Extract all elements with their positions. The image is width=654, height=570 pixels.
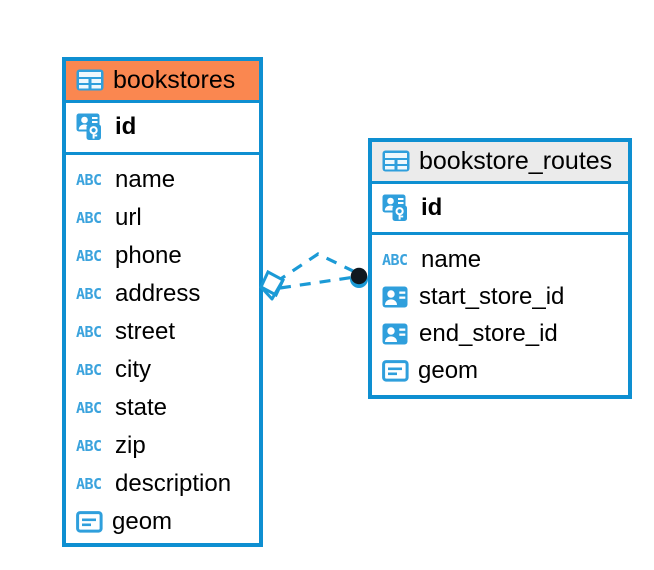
field-label: geom (418, 356, 479, 384)
field-label: name (115, 166, 176, 194)
field-label: description (115, 470, 232, 498)
svg-text:ABC: ABC (76, 247, 102, 265)
field-label: address (115, 280, 201, 308)
table-icon (382, 150, 410, 172)
abc-text-icon: ABC (382, 251, 408, 269)
foreign-key-icon (382, 323, 408, 345)
relationship-edge-end-store (279, 275, 356, 290)
field-row-end-store-id[interactable]: end_store_id (382, 315, 618, 352)
field-label: geom (112, 508, 173, 536)
entity-header-bookstore-routes[interactable]: bookstore_routes (372, 142, 628, 182)
primary-key-section-bookstore-routes: id (372, 181, 628, 236)
field-row-street[interactable]: ABC street (76, 313, 249, 351)
field-row-name[interactable]: ABC name (76, 161, 249, 199)
primary-key-icon (382, 194, 407, 221)
abc-text-icon: ABC (76, 399, 102, 417)
field-label: url (115, 204, 142, 232)
field-label: start_store_id (419, 282, 565, 310)
abc-text-icon: ABC (76, 323, 102, 341)
svg-text:ABC: ABC (76, 475, 102, 493)
abc-text-icon: ABC (76, 171, 102, 189)
fields-section-bookstore-routes: ABC name start_store_id (372, 235, 628, 397)
field-row-geom[interactable]: geom (382, 352, 618, 389)
field-row[interactable]: id (76, 108, 249, 146)
abc-text-icon: ABC (76, 247, 102, 265)
field-label: street (115, 318, 176, 346)
svg-text:ABC: ABC (76, 361, 102, 379)
entity-bookstores[interactable]: bookstores id (62, 57, 263, 547)
blob-geometry-icon (382, 359, 409, 382)
field-row-geom[interactable]: geom (76, 503, 249, 541)
svg-text:ABC: ABC (76, 171, 102, 189)
entity-header-bookstores[interactable]: bookstores (66, 61, 259, 101)
svg-text:ABC: ABC (76, 285, 102, 303)
abc-text-icon: ABC (76, 475, 102, 493)
field-label: city (115, 356, 151, 384)
svg-text:ABC: ABC (382, 251, 408, 269)
foreign-key-icon (382, 286, 408, 308)
field-label: name (421, 245, 482, 273)
field-label: end_store_id (419, 319, 558, 347)
svg-text:ABC: ABC (76, 437, 102, 455)
fields-section-bookstores: ABC name ABC url ABC phone ABC (66, 155, 259, 549)
abc-text-icon: ABC (76, 361, 102, 379)
field-label: phone (115, 242, 182, 270)
field-row-name[interactable]: ABC name (382, 241, 618, 278)
field-row-city[interactable]: ABC city (76, 351, 249, 389)
field-row-url[interactable]: ABC url (76, 199, 249, 237)
field-row-zip[interactable]: ABC zip (76, 427, 249, 465)
entity-title-bookstores: bookstores (113, 66, 236, 94)
field-label: id (421, 193, 443, 221)
field-row-description[interactable]: ABC description (76, 465, 249, 503)
entity-title-bookstore-routes: bookstore_routes (419, 147, 613, 175)
table-icon (76, 69, 104, 91)
relationship-edge-start-store (275, 252, 356, 284)
entity-bookstore-routes[interactable]: bookstore_routes id (368, 138, 632, 399)
field-label: state (115, 394, 168, 422)
abc-text-icon: ABC (76, 209, 102, 227)
primary-key-section-bookstores: id (66, 100, 259, 156)
field-label: id (115, 113, 137, 141)
field-row-phone[interactable]: ABC phone (76, 237, 249, 275)
primary-key-icon (76, 113, 101, 141)
field-row[interactable]: id (382, 189, 618, 226)
field-row-state[interactable]: ABC state (76, 389, 249, 427)
abc-text-icon: ABC (76, 285, 102, 303)
filled-circle-marker (350, 267, 368, 288)
field-row-start-store-id[interactable]: start_store_id (382, 278, 618, 315)
svg-text:ABC: ABC (76, 323, 102, 341)
svg-text:ABC: ABC (76, 209, 102, 227)
diamond-marker (259, 269, 285, 301)
blob-geometry-icon (76, 511, 103, 533)
svg-text:ABC: ABC (76, 399, 102, 417)
field-label: zip (115, 432, 146, 460)
abc-text-icon: ABC (76, 437, 102, 455)
field-row-address[interactable]: ABC address (76, 275, 249, 313)
